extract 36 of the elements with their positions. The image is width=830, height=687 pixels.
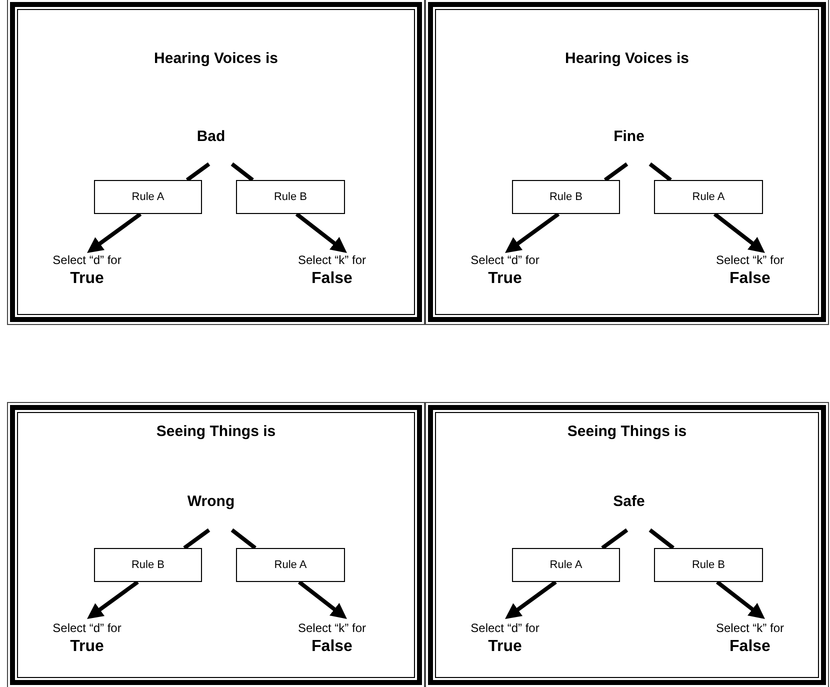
panel-frame xyxy=(428,405,826,685)
answer-word: True xyxy=(70,637,104,656)
arrow xyxy=(87,212,142,253)
arrow xyxy=(505,580,557,619)
statement-word: Fine xyxy=(594,128,664,164)
statement-word: Bad xyxy=(176,128,246,164)
arrow xyxy=(713,212,765,253)
panel-heading: Seeing Things is xyxy=(567,423,687,440)
instruction-text: Select “d” for xyxy=(52,621,122,635)
panel-heading: Seeing Things is xyxy=(156,423,276,440)
instruction-text: Select “k” for xyxy=(716,621,784,635)
arrow xyxy=(298,580,347,619)
instruction-text: Select “d” for xyxy=(52,253,122,267)
panel-heading: Hearing Voices is xyxy=(154,50,278,67)
instruction-text: Select “k” for xyxy=(298,253,366,267)
answer-word: True xyxy=(488,269,522,288)
arrow xyxy=(87,580,139,619)
instruction-text: Select “k” for xyxy=(716,253,784,267)
answer-word: True xyxy=(488,637,522,656)
statement-word: Wrong xyxy=(176,493,246,530)
answer-word: True xyxy=(70,269,104,288)
instruction-text: Select “d” for xyxy=(470,253,540,267)
panel-heading: Hearing Voices is xyxy=(565,50,689,67)
panel-frame xyxy=(428,2,826,322)
statement-word: Safe xyxy=(594,493,664,530)
answer-word: False xyxy=(312,637,352,656)
answer-word: False xyxy=(730,269,770,288)
answer-word: False xyxy=(312,269,352,288)
panel-frame xyxy=(10,2,422,322)
arrow xyxy=(295,212,347,253)
instruction-text: Select “k” for xyxy=(298,621,366,635)
arrow xyxy=(505,212,560,253)
panel-frame xyxy=(10,405,422,685)
arrow xyxy=(716,580,765,619)
instruction-text: Select “d” for xyxy=(470,621,540,635)
answer-word: False xyxy=(730,637,770,656)
